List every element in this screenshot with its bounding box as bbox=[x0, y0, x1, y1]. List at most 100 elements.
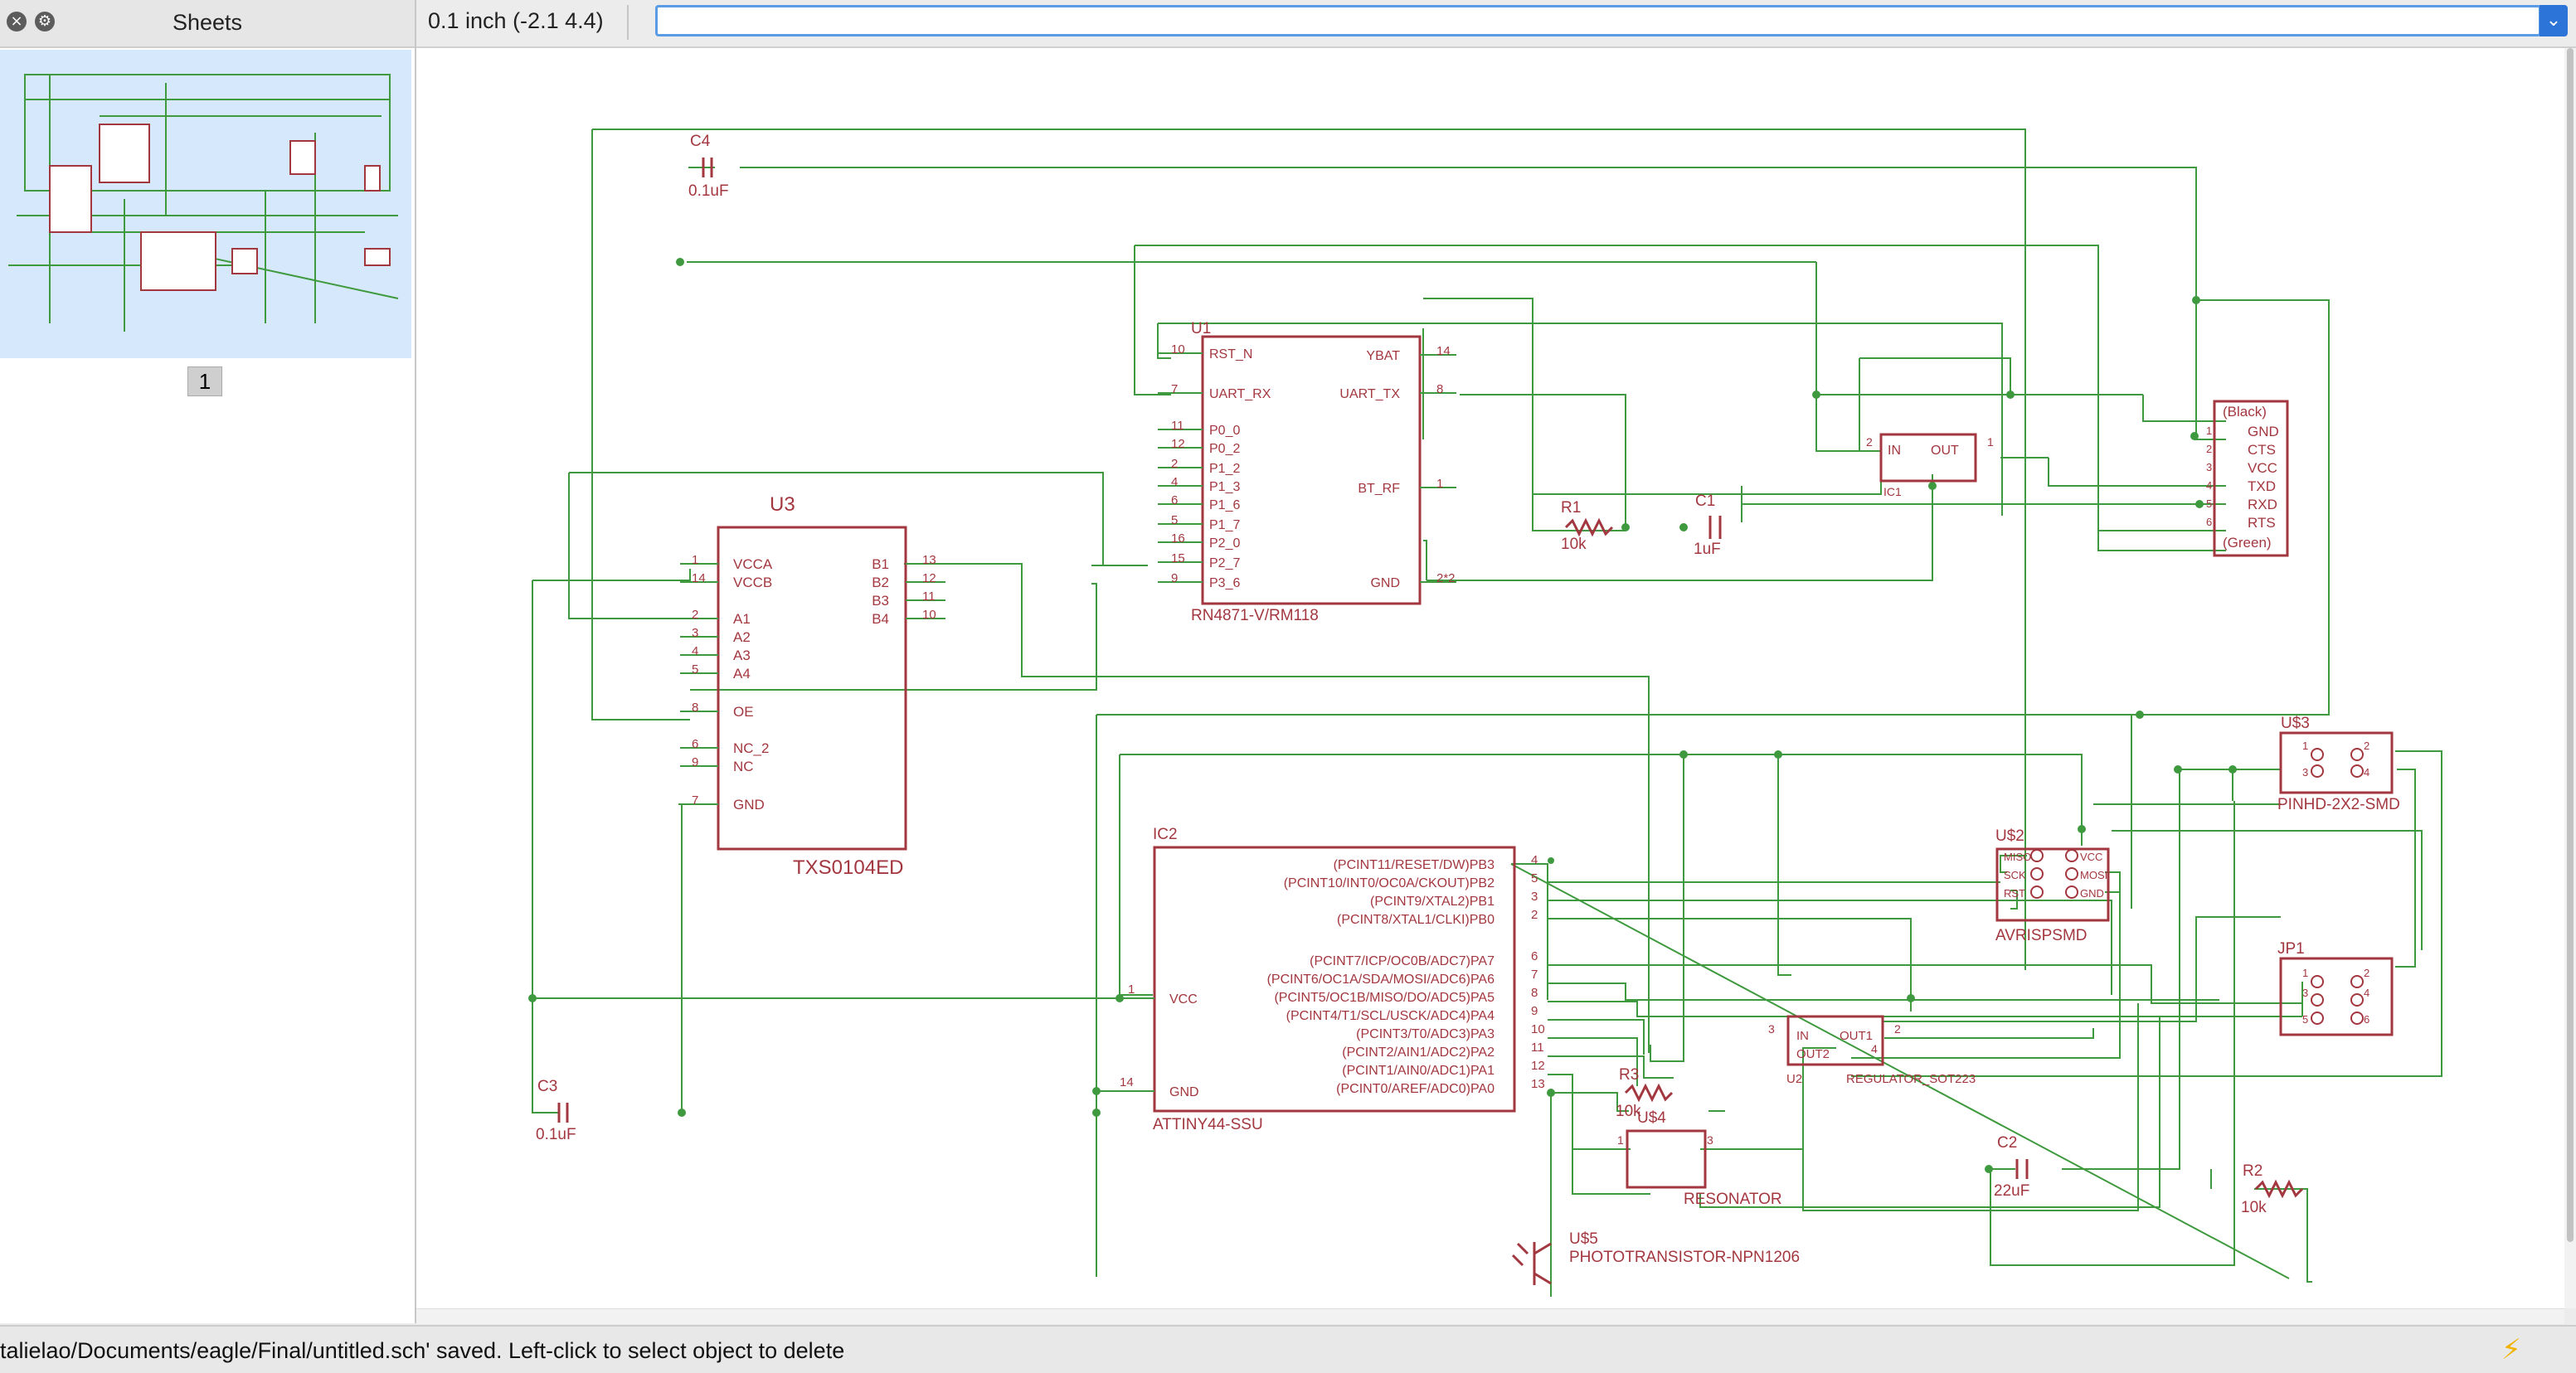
connector-pads[interactable] bbox=[2030, 748, 2364, 1025]
u3-pin-label: NC bbox=[733, 759, 754, 774]
u3-pin-label: VCCA bbox=[733, 556, 773, 572]
u3-body bbox=[717, 526, 907, 851]
junction-dots bbox=[528, 258, 2237, 1173]
ic2-pin-number: 11 bbox=[1531, 1041, 1544, 1055]
us2-value: AVRISPSMD bbox=[1995, 927, 2088, 944]
svg-text:GND: GND bbox=[2248, 424, 2279, 439]
u2-labels: IN OUT1 OUT2 3 2 4 bbox=[1768, 1022, 1901, 1061]
ic2-pin-number: 6 bbox=[1531, 949, 1538, 963]
u3-pin-number: 9 bbox=[692, 755, 698, 769]
u3-pin-label: OE bbox=[733, 704, 754, 720]
svg-text:2: 2 bbox=[1894, 1022, 1901, 1036]
r3-name: R3 bbox=[1619, 1066, 1639, 1084]
u1-pin-label: P1_6 bbox=[1209, 498, 1240, 512]
ic2-pin-number: 14 bbox=[1120, 1075, 1134, 1089]
u1-pin-number: 9 bbox=[1171, 571, 1178, 585]
u3-pin-label: A1 bbox=[733, 611, 751, 627]
svg-text:4: 4 bbox=[2364, 766, 2369, 779]
svg-text:(Green): (Green) bbox=[2223, 535, 2272, 551]
svg-text:1: 1 bbox=[1617, 1133, 1624, 1147]
vertical-scrollbar[interactable] bbox=[2564, 48, 2576, 1308]
ic2-pin-label: (PCINT10/INT0/OC0A/CKOUT)PB2 bbox=[1284, 876, 1495, 890]
ic2-pin-label: GND bbox=[1169, 1085, 1199, 1099]
r3-symbol bbox=[1624, 1083, 1674, 1103]
sheet-number-label[interactable]: 1 bbox=[187, 366, 222, 396]
ic2-pin-number: 12 bbox=[1531, 1059, 1545, 1073]
u1-pin-label: P1_3 bbox=[1209, 480, 1240, 494]
header-pin-numbers: 1 2 3 4 1 2 3 4 5 6 bbox=[2302, 740, 2369, 1026]
u1-pin-number: 14 bbox=[1436, 344, 1451, 358]
us5-symbol bbox=[1511, 1242, 1552, 1285]
c1-name: C1 bbox=[1695, 492, 1715, 510]
svg-text:CTS: CTS bbox=[2248, 442, 2276, 458]
c4-name: C4 bbox=[690, 133, 711, 150]
part-symbols[interactable] bbox=[557, 158, 2394, 1285]
u3-pin-number: 13 bbox=[922, 553, 936, 567]
horizontal-scrollbar[interactable] bbox=[416, 1308, 2564, 1324]
command-input[interactable] bbox=[655, 5, 2541, 36]
ic1-ref: IC1 bbox=[1883, 485, 1902, 498]
u1-pin-number: 5 bbox=[1171, 513, 1178, 527]
c4-symbol bbox=[702, 158, 713, 177]
r2-symbol bbox=[2254, 1179, 2304, 1199]
chevron-down-icon[interactable]: ⌄ bbox=[2540, 5, 2568, 36]
r3-value: 10k bbox=[1616, 1103, 1641, 1120]
u1-pin-labels: RST_N10UART_RX7P0_011P0_212P1_22P1_34P1_… bbox=[1171, 342, 1456, 590]
u1-pin-number: 12 bbox=[1171, 437, 1185, 451]
r1-value: 10k bbox=[1561, 536, 1587, 553]
sheet-thumbnail[interactable] bbox=[0, 50, 411, 358]
us3-value: PINHD-2X2-SMD bbox=[2277, 796, 2400, 813]
schematic-drawing[interactable]: C4 0.1uF C3 0.1uF C1 1uF C2 22uF R1 10k … bbox=[416, 48, 2564, 1308]
vertical-scrollbar-thumb[interactable] bbox=[2567, 48, 2574, 1242]
gear-icon[interactable]: ⚙ bbox=[35, 12, 55, 32]
us3-name: U$3 bbox=[2281, 715, 2310, 732]
u3-pin-label: B2 bbox=[872, 575, 889, 590]
svg-text:2: 2 bbox=[1866, 435, 1873, 449]
us4-body bbox=[1626, 1129, 1707, 1189]
coordinate-readout: 0.1 inch (-2.1 4.4) bbox=[428, 8, 604, 33]
lightning-icon[interactable]: ⚡ bbox=[2501, 1333, 2521, 1366]
c1-symbol bbox=[1708, 516, 1722, 539]
u1-pin-label: P2_0 bbox=[1209, 536, 1240, 551]
u3-pin-number: 5 bbox=[692, 662, 698, 677]
u3-pin-label: B4 bbox=[872, 611, 889, 627]
u1-value: RN4871-V/RM118 bbox=[1191, 607, 1319, 624]
u1-pin-number: 4 bbox=[1171, 475, 1178, 489]
u3-pin-label: B1 bbox=[872, 556, 889, 572]
ic2-pin-number: 1 bbox=[1128, 982, 1135, 997]
svg-text:SCK: SCK bbox=[2004, 869, 2026, 881]
c2-symbol bbox=[2015, 1159, 2029, 1179]
r2-name: R2 bbox=[2243, 1162, 2263, 1180]
net-wires[interactable] bbox=[532, 129, 2442, 1297]
u1-pin-number: 11 bbox=[1171, 419, 1184, 433]
svg-text:1: 1 bbox=[1987, 435, 1994, 449]
c3-name: C3 bbox=[537, 1078, 557, 1095]
c2-value: 22uF bbox=[1994, 1182, 2029, 1200]
ic2-pin-label: (PCINT1/AIN0/ADC1)PA1 bbox=[1342, 1064, 1495, 1078]
ic2-pin-number: 4 bbox=[1531, 853, 1538, 867]
ic2-pin-number: 3 bbox=[1531, 890, 1538, 904]
ic2-pin-label: (PCINT11/RESET/DW)PB3 bbox=[1334, 858, 1495, 872]
u1-pin-label: P3_6 bbox=[1209, 576, 1240, 590]
u3-pin-labels: VCCA1VCCB14A12A23A34A45OE8NC_26NC9GND7B1… bbox=[692, 553, 936, 813]
svg-text:3: 3 bbox=[2206, 461, 2212, 473]
sheets-panel: × ⚙ Sheets bbox=[0, 0, 416, 1323]
u3-value: TXS0104ED bbox=[793, 856, 903, 879]
svg-text:3: 3 bbox=[2302, 766, 2308, 779]
svg-text:3: 3 bbox=[2302, 987, 2308, 999]
ic2-pin-label: (PCINT6/OC1A/SDA/MOSI/ADC6)PA6 bbox=[1267, 973, 1495, 987]
close-icon[interactable]: × bbox=[7, 12, 27, 32]
svg-text:VCC: VCC bbox=[2080, 851, 2102, 863]
r1-name: R1 bbox=[1561, 499, 1581, 517]
c3-value: 0.1uF bbox=[536, 1126, 576, 1143]
schematic-canvas[interactable]: C4 0.1uF C3 0.1uF C1 1uF C2 22uF R1 10k … bbox=[416, 48, 2564, 1308]
u1-pin-label: UART_RX bbox=[1209, 387, 1271, 401]
ic2-pin-label: (PCINT2/AIN1/ADC2)PA2 bbox=[1342, 1046, 1495, 1060]
svg-text:2: 2 bbox=[2364, 740, 2369, 752]
svg-text:GND: GND bbox=[2080, 887, 2104, 900]
ic2-name: IC2 bbox=[1153, 826, 1178, 843]
u3-pin-number: 6 bbox=[692, 737, 698, 751]
svg-text:MOSI: MOSI bbox=[2080, 869, 2107, 881]
r1-symbol bbox=[1564, 517, 1614, 537]
svg-text:OUT2: OUT2 bbox=[1796, 1047, 1830, 1061]
